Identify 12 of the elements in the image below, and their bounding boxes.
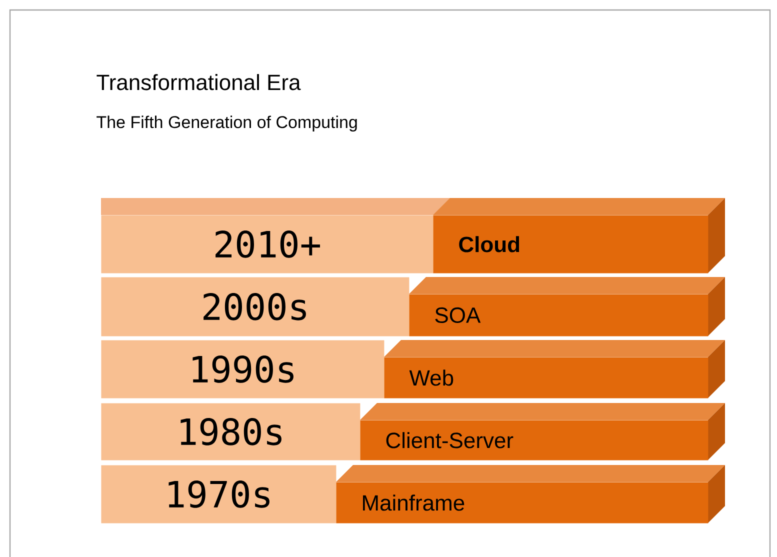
year-bar: 2010+ <box>101 198 450 274</box>
year-bar: 1990s <box>101 340 384 398</box>
year-bar: 1980s <box>101 403 360 460</box>
year-bar: 2000s <box>101 277 410 336</box>
era-block: Mainframe <box>336 465 725 524</box>
subtitle: The Fifth Generation of Computing <box>96 116 357 132</box>
era-block: SOA <box>409 277 725 336</box>
year-bar: 1970s <box>101 465 336 524</box>
title: Transformational Era <box>96 74 301 90</box>
era-block: Web <box>384 340 725 398</box>
era-block: Cloud <box>433 198 725 274</box>
era-block: Client-Server <box>360 403 725 460</box>
